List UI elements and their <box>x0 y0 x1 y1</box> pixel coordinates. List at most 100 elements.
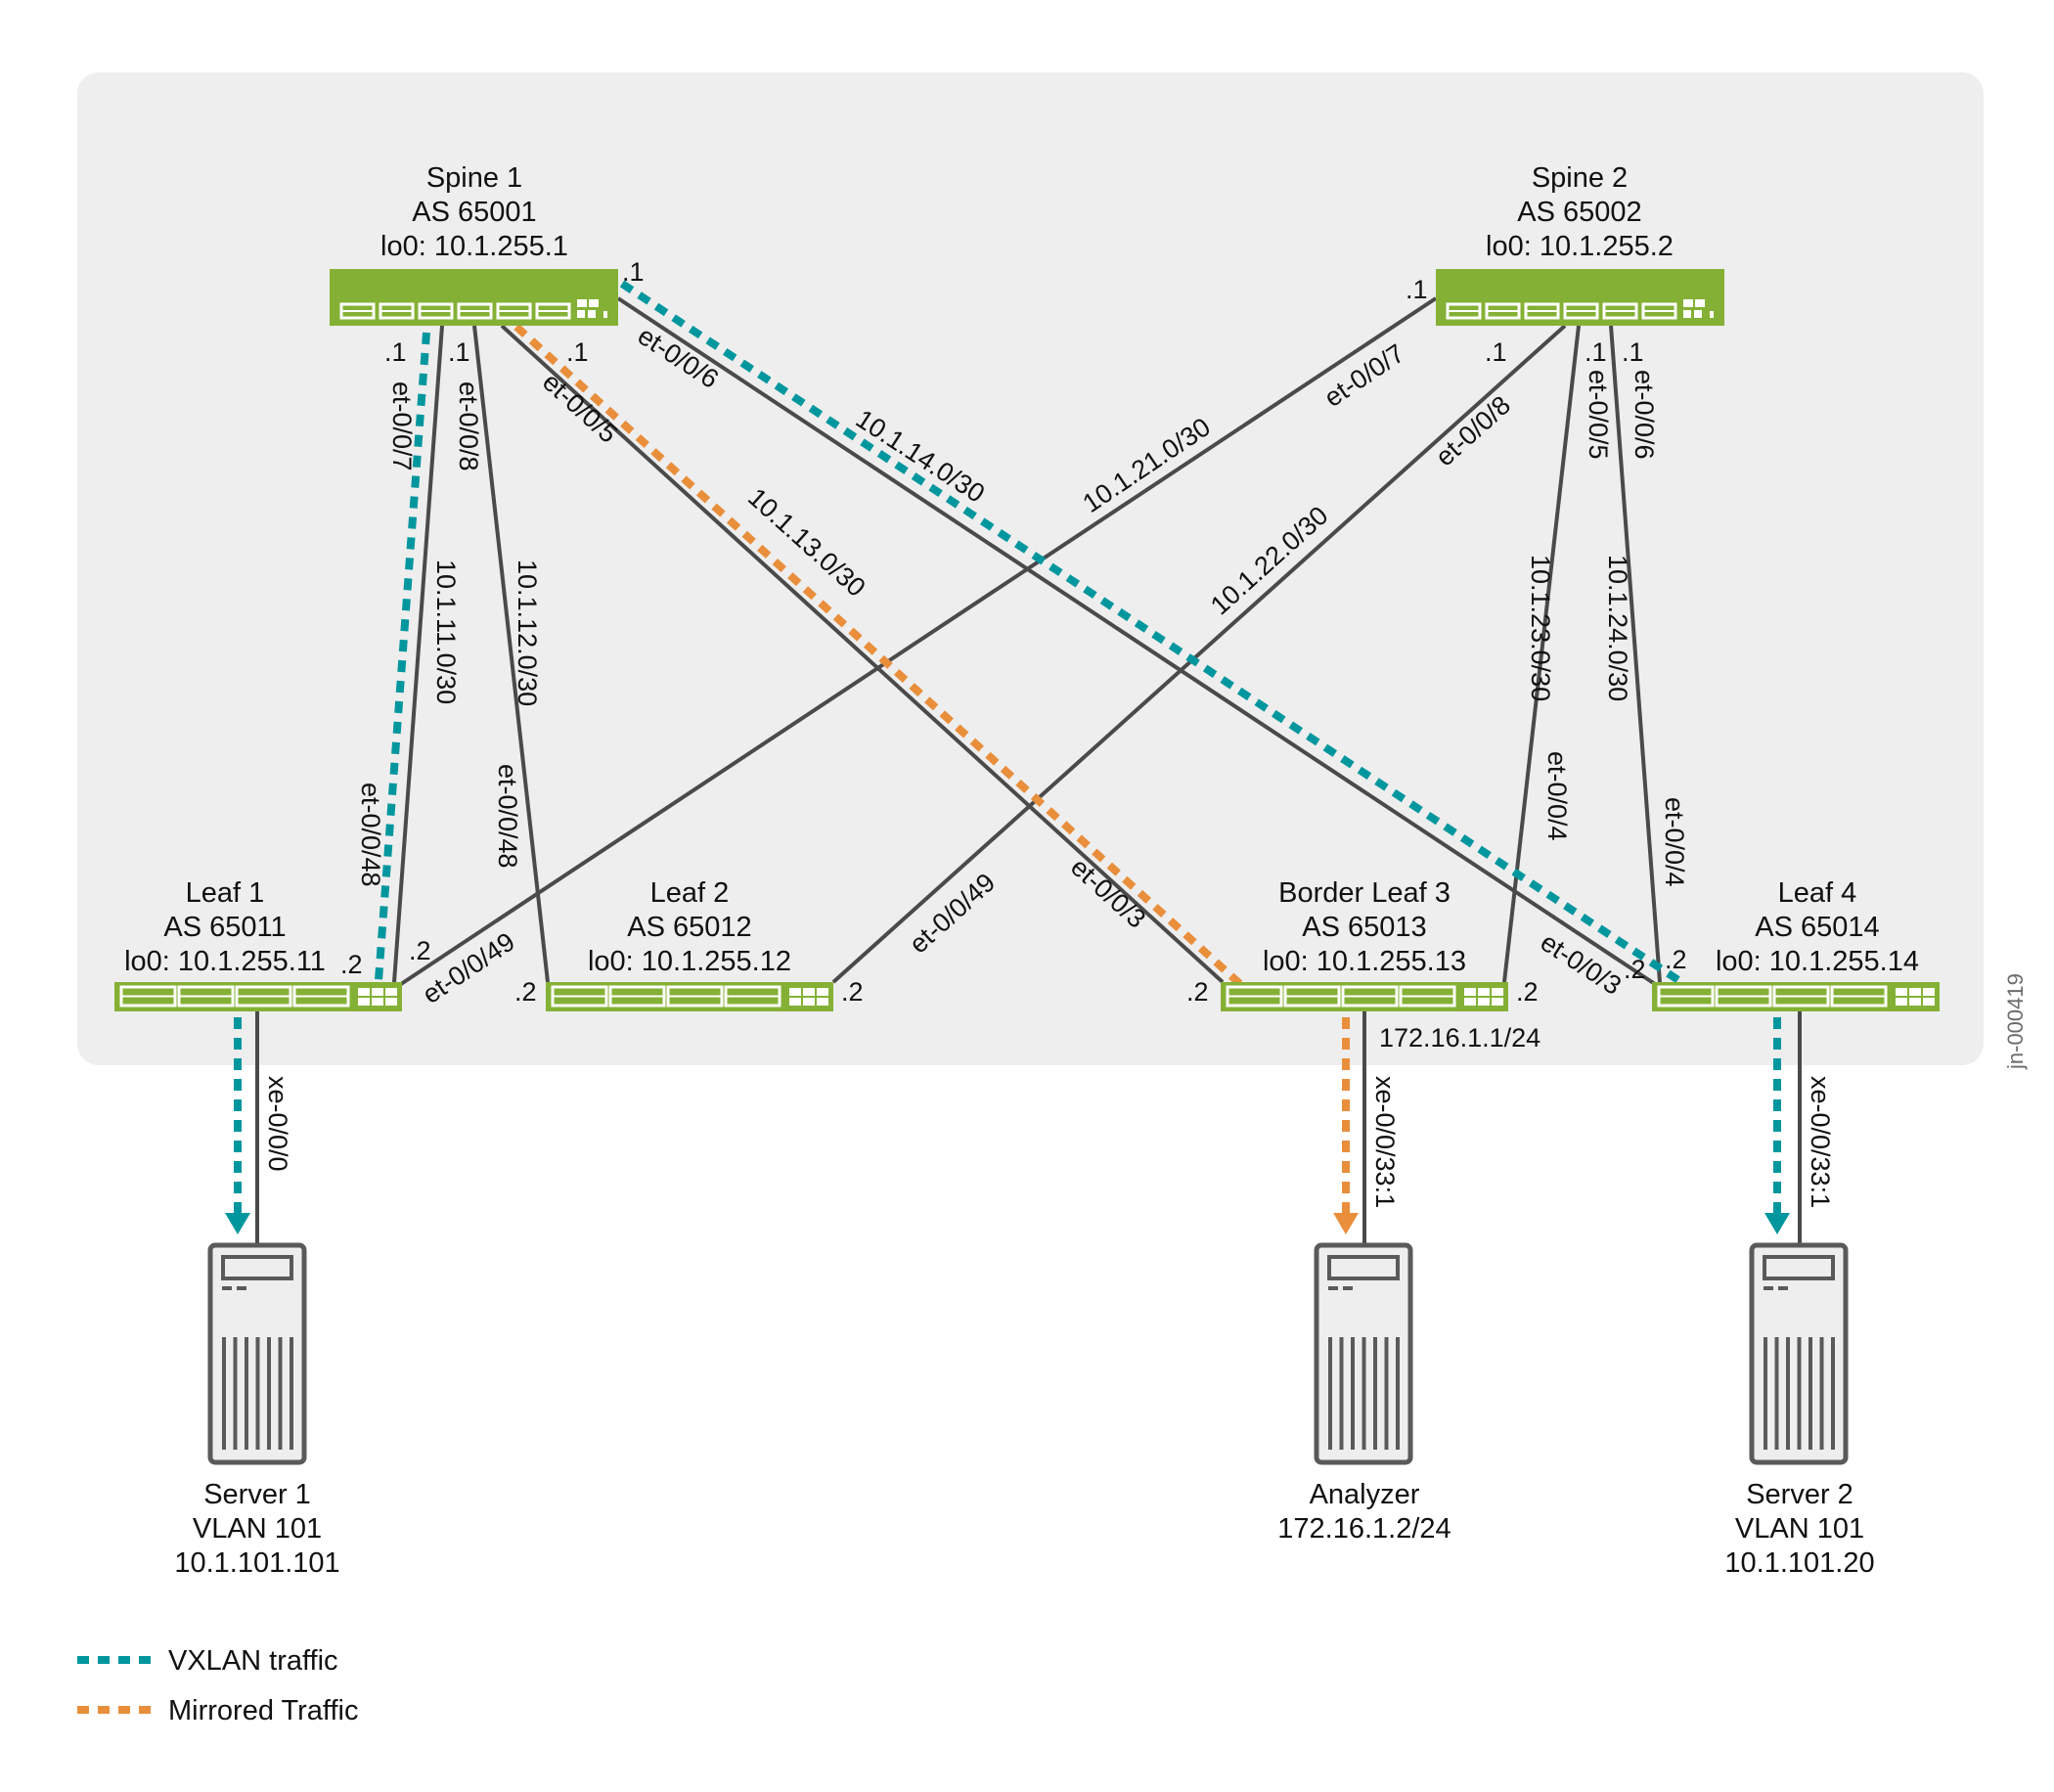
server1-label: Server 1 VLAN 101 10.1.101.101 <box>174 1479 339 1579</box>
subnet-label: 10.1.23.0/30 <box>1526 555 1555 701</box>
server-ip: 10.1.101.20 <box>1724 1547 1874 1579</box>
leaf3-label: Border Leaf 3 AS 65013 lo0: 10.1.255.13 … <box>1263 877 1540 1053</box>
leaf4-label: Leaf 4 AS 65014 lo0: 10.1.255.14 <box>1716 877 1919 977</box>
ip-label-b: .2 <box>1516 977 1539 1007</box>
vxlan-path-spine1-leaf4 <box>619 280 1687 988</box>
links <box>255 296 1802 1243</box>
node-lo0: lo0: 10.1.255.2 <box>1486 231 1674 262</box>
ip-label-b: .2 <box>409 936 431 965</box>
node-as: AS 65001 <box>412 197 536 228</box>
server-name: Analyzer <box>1310 1479 1420 1510</box>
link-labels-s2-l3: .1 et-0/0/5 10.1.23.0/30 et-0/0/4 .2 <box>1516 337 1613 1007</box>
switch-ports-icon <box>1226 985 1503 1008</box>
port-label-a: et-0/0/7 <box>387 381 417 471</box>
port-label-a: et-0/0/5 <box>1584 370 1613 460</box>
leaf3-host-ip: 172.16.1.1/24 <box>1379 1023 1540 1053</box>
server-vlan: VLAN 101 <box>193 1513 322 1545</box>
ip-label-b: .2 <box>1186 977 1209 1007</box>
figure-id: jn-000419 <box>2003 973 2028 1070</box>
port-label-a: et-0/0/8 <box>454 381 483 471</box>
node-as: AS 65013 <box>1302 912 1426 943</box>
node-name: Leaf 4 <box>1778 877 1857 909</box>
port-label-server1: xe-0/0/0 <box>263 1076 292 1172</box>
vxlan-arrow-server2 <box>1764 1213 1790 1234</box>
ip-label-a: .1 <box>1485 337 1507 367</box>
node-lo0: lo0: 10.1.255.14 <box>1716 946 1919 977</box>
port-label-server2: xe-0/0/33:1 <box>1806 1076 1835 1208</box>
analyzer-server-icon[interactable] <box>1314 1242 1413 1465</box>
spine2-label: Spine 2 AS 65002 lo0: 10.1.255.2 <box>1486 162 1674 262</box>
traffic-paths <box>225 280 1790 1234</box>
node-name: Border Leaf 3 <box>1278 877 1451 909</box>
switch-ports-icon <box>339 299 607 320</box>
ip-label-b: .2 <box>1665 945 1687 974</box>
server-name: Server 2 <box>1746 1479 1853 1510</box>
server-name: Server 1 <box>203 1479 311 1510</box>
ip-label-b: .2 <box>1624 955 1646 984</box>
server-ip: 172.16.1.2/24 <box>1277 1513 1451 1545</box>
node-as: AS 65011 <box>163 912 286 943</box>
switch-ports-icon <box>1657 985 1935 1008</box>
port-label-b: et-0/0/4 <box>1542 751 1572 841</box>
node-as: AS 65002 <box>1517 197 1641 228</box>
port-label-b: et-0/0/48 <box>493 764 522 869</box>
node-lo0: lo0: 10.1.255.12 <box>588 946 791 977</box>
link-spine1-leaf2 <box>472 325 550 983</box>
vxlan-arrow-server1 <box>225 1213 250 1234</box>
node-lo0: lo0: 10.1.255.13 <box>1263 946 1466 977</box>
node-lo0: lo0: 10.1.255.1 <box>380 231 568 262</box>
server2-server-icon[interactable] <box>1749 1242 1849 1465</box>
legend-item-vxlan: VXLAN traffic <box>77 1645 338 1677</box>
ip-label-b: .2 <box>841 977 864 1007</box>
link-spine2-leaf4 <box>1609 325 1662 983</box>
node-name: Spine 2 <box>1532 162 1628 194</box>
subnet-label: 10.1.12.0/30 <box>513 560 542 706</box>
node-name: Leaf 1 <box>186 877 265 909</box>
server-ip: 10.1.101.101 <box>174 1547 339 1579</box>
subnet-label: 10.1.11.0/30 <box>431 560 461 704</box>
ip-label-a: .1 <box>622 257 645 287</box>
ip-label-b: .2 <box>340 950 363 979</box>
ip-label-b: .2 <box>514 977 537 1007</box>
spine1-label: Spine 1 AS 65001 lo0: 10.1.255.1 <box>380 162 568 262</box>
switch-ports-icon <box>1446 299 1714 320</box>
node-as: AS 65014 <box>1755 912 1879 943</box>
link-spine1-leaf4 <box>616 296 1657 986</box>
spine2-switch[interactable] <box>1436 269 1724 326</box>
link-spine1-leaf1 <box>392 325 444 983</box>
link-labels-s2-l4: .1 et-0/0/6 10.1.24.0/30 et-0/0/4 .2 <box>1603 337 1689 974</box>
port-label-b: et-0/0/48 <box>356 783 385 887</box>
link-labels-s1-l2: .1 et-0/0/8 10.1.12.0/30 et-0/0/48 .2 <box>448 337 542 1007</box>
switch-ports-icon <box>119 985 397 1008</box>
legend: VXLAN traffic Mirrored Traffic <box>77 1645 358 1726</box>
port-label-a: et-0/0/6 <box>1630 370 1659 460</box>
leaf3-switch[interactable] <box>1221 982 1508 1011</box>
link-labels-s1-l1: .1 et-0/0/7 10.1.11.0/30 et-0/0/48 .2 <box>340 337 461 979</box>
ip-label-a: .1 <box>448 337 470 367</box>
link-spine2-leaf1 <box>399 296 1438 986</box>
spine1-switch[interactable] <box>330 269 618 326</box>
leaf2-switch[interactable] <box>546 982 833 1011</box>
ip-label-a: .1 <box>384 337 407 367</box>
legend-label: Mirrored Traffic <box>168 1695 358 1726</box>
subnet-label: 10.1.24.0/30 <box>1603 555 1632 701</box>
link-spine1-leaf3 <box>500 324 1225 984</box>
switch-ports-icon <box>551 985 828 1008</box>
link-spine2-leaf2 <box>831 324 1567 984</box>
ip-label-a: .1 <box>1585 337 1607 367</box>
leaf1-switch[interactable] <box>114 982 402 1011</box>
ip-label-a: .1 <box>1406 275 1428 304</box>
server2-label: Server 2 VLAN 101 10.1.101.20 <box>1724 1479 1874 1579</box>
port-label-analyzer: xe-0/0/33:1 <box>1370 1076 1400 1208</box>
server1-server-icon[interactable] <box>207 1242 307 1465</box>
ip-label-a: .1 <box>1622 337 1644 367</box>
leaf4-switch[interactable] <box>1652 982 1940 1011</box>
legend-item-mirrored: Mirrored Traffic <box>77 1695 358 1726</box>
analyzer-label: Analyzer 172.16.1.2/24 <box>1277 1479 1451 1545</box>
mirrored-arrow-analyzer <box>1333 1213 1359 1234</box>
leaf2-label: Leaf 2 AS 65012 lo0: 10.1.255.12 <box>588 877 791 977</box>
node-name: Spine 1 <box>426 162 522 194</box>
node-as: AS 65012 <box>627 912 751 943</box>
node-lo0: lo0: 10.1.255.11 <box>124 946 326 977</box>
